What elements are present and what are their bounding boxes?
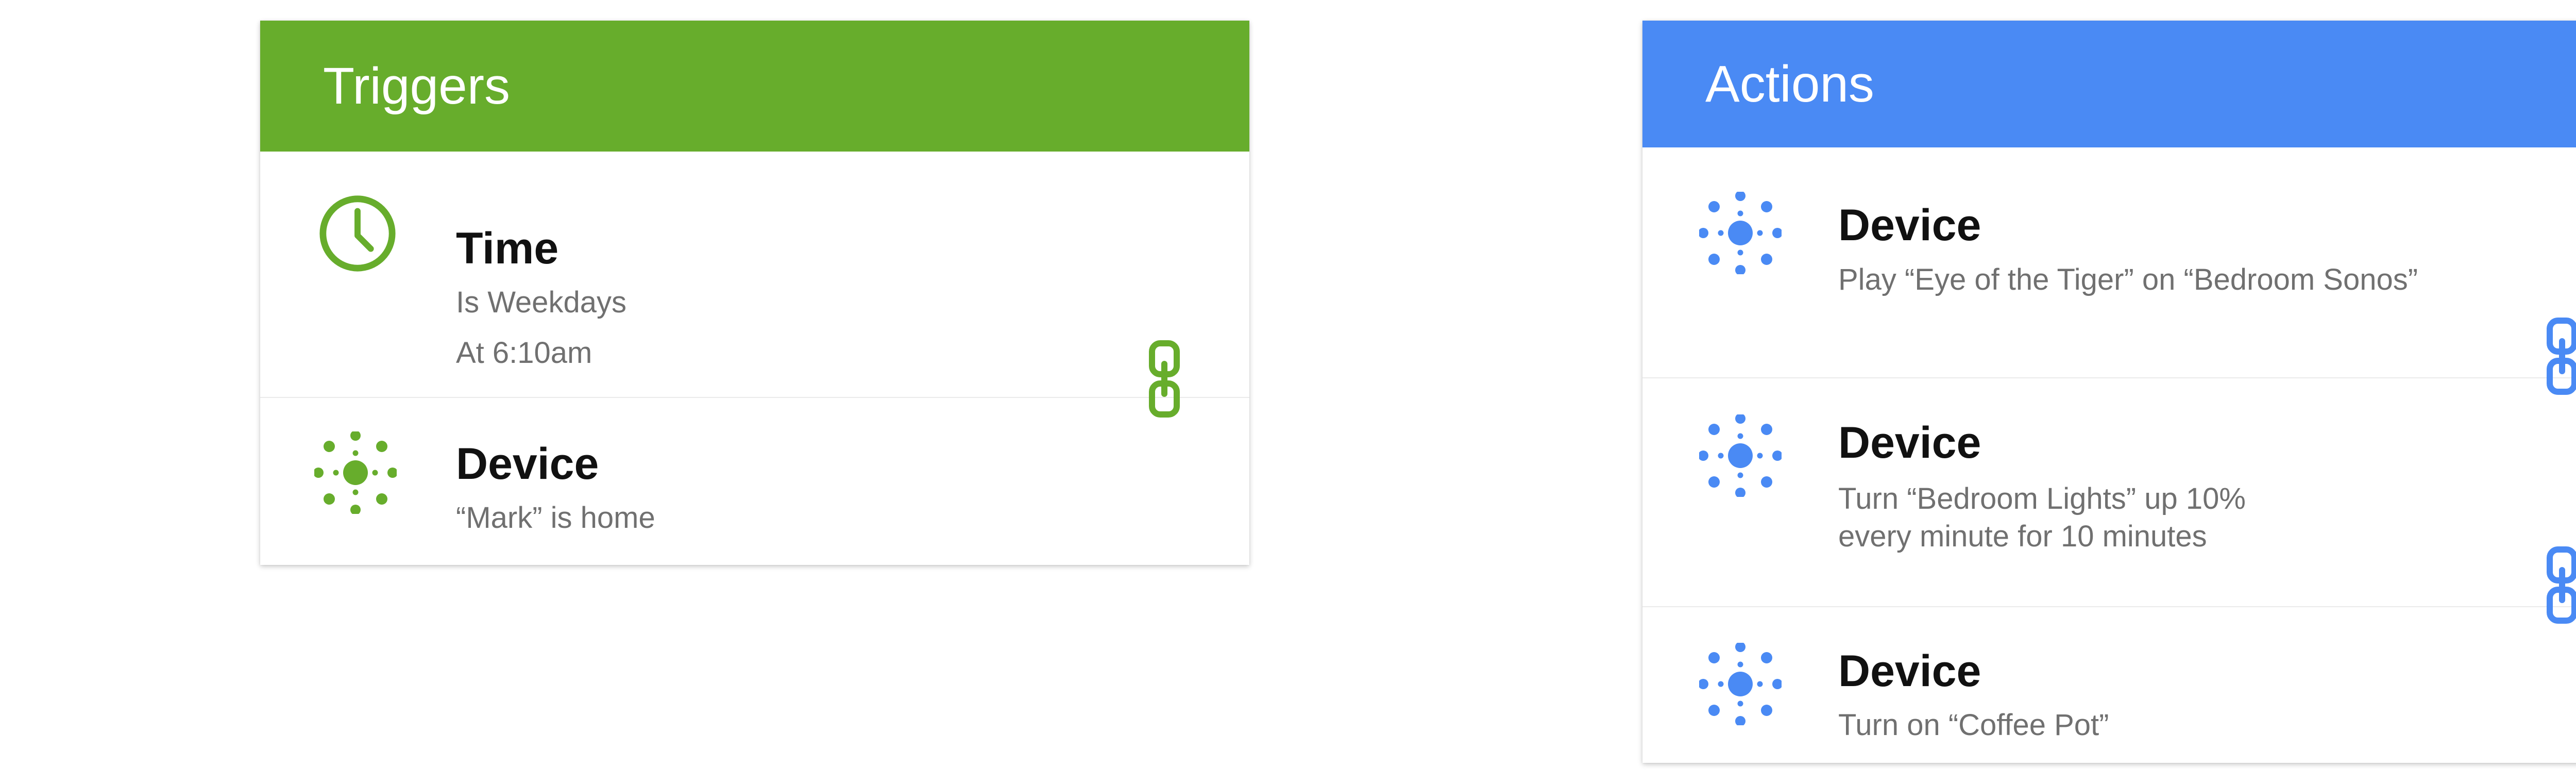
divider (1642, 377, 2576, 378)
action-item-detail: every minute for 10 minutes (1838, 520, 2207, 553)
triggers-header: Triggers (260, 21, 1249, 152)
link-icon[interactable] (1149, 340, 1180, 418)
device-icon (1699, 414, 1782, 497)
trigger-item-title: Time (456, 224, 559, 273)
action-item-device[interactable]: Device Play “Eye of the Tiger” on “Bedro… (1642, 147, 2576, 377)
trigger-item-time[interactable]: Time Is Weekdays At 6:10am (260, 152, 1249, 397)
clock-icon (317, 193, 398, 274)
action-item-detail: Turn “Bedroom Lights” up 10% (1838, 482, 2246, 515)
triggers-title: Triggers (323, 57, 511, 115)
action-item-title: Device (1838, 418, 1981, 468)
action-item-title: Device (1838, 201, 1981, 250)
device-icon (1699, 643, 1782, 725)
actions-card: Actions Device Play “Eye of the Tiger” o… (1642, 21, 2576, 763)
trigger-item-device[interactable]: Device “Mark” is home (260, 398, 1249, 565)
device-icon (1699, 192, 1782, 274)
device-icon (314, 431, 397, 514)
action-item-device[interactable]: Device Turn on “Coffee Pot” (1642, 607, 2576, 763)
actions-title: Actions (1705, 55, 1874, 113)
link-icon[interactable] (2547, 546, 2576, 624)
link-icon[interactable] (2547, 318, 2576, 395)
trigger-item-title: Device (456, 439, 599, 489)
action-item-detail: Play “Eye of the Tiger” on “Bedroom Sono… (1838, 263, 2418, 296)
action-item-device[interactable]: Device Turn “Bedroom Lights” up 10% ever… (1642, 378, 2576, 606)
trigger-item-detail: Is Weekdays (456, 286, 626, 319)
trigger-item-detail: At 6:10am (456, 336, 592, 370)
divider (260, 397, 1249, 398)
action-item-detail: Turn on “Coffee Pot” (1838, 708, 2109, 742)
actions-header: Actions (1642, 21, 2576, 147)
divider (1642, 606, 2576, 607)
triggers-card: Triggers Time Is Weekdays At 6:10am Devi… (260, 21, 1249, 565)
action-item-title: Device (1838, 646, 1981, 696)
trigger-item-detail: “Mark” is home (456, 501, 655, 535)
